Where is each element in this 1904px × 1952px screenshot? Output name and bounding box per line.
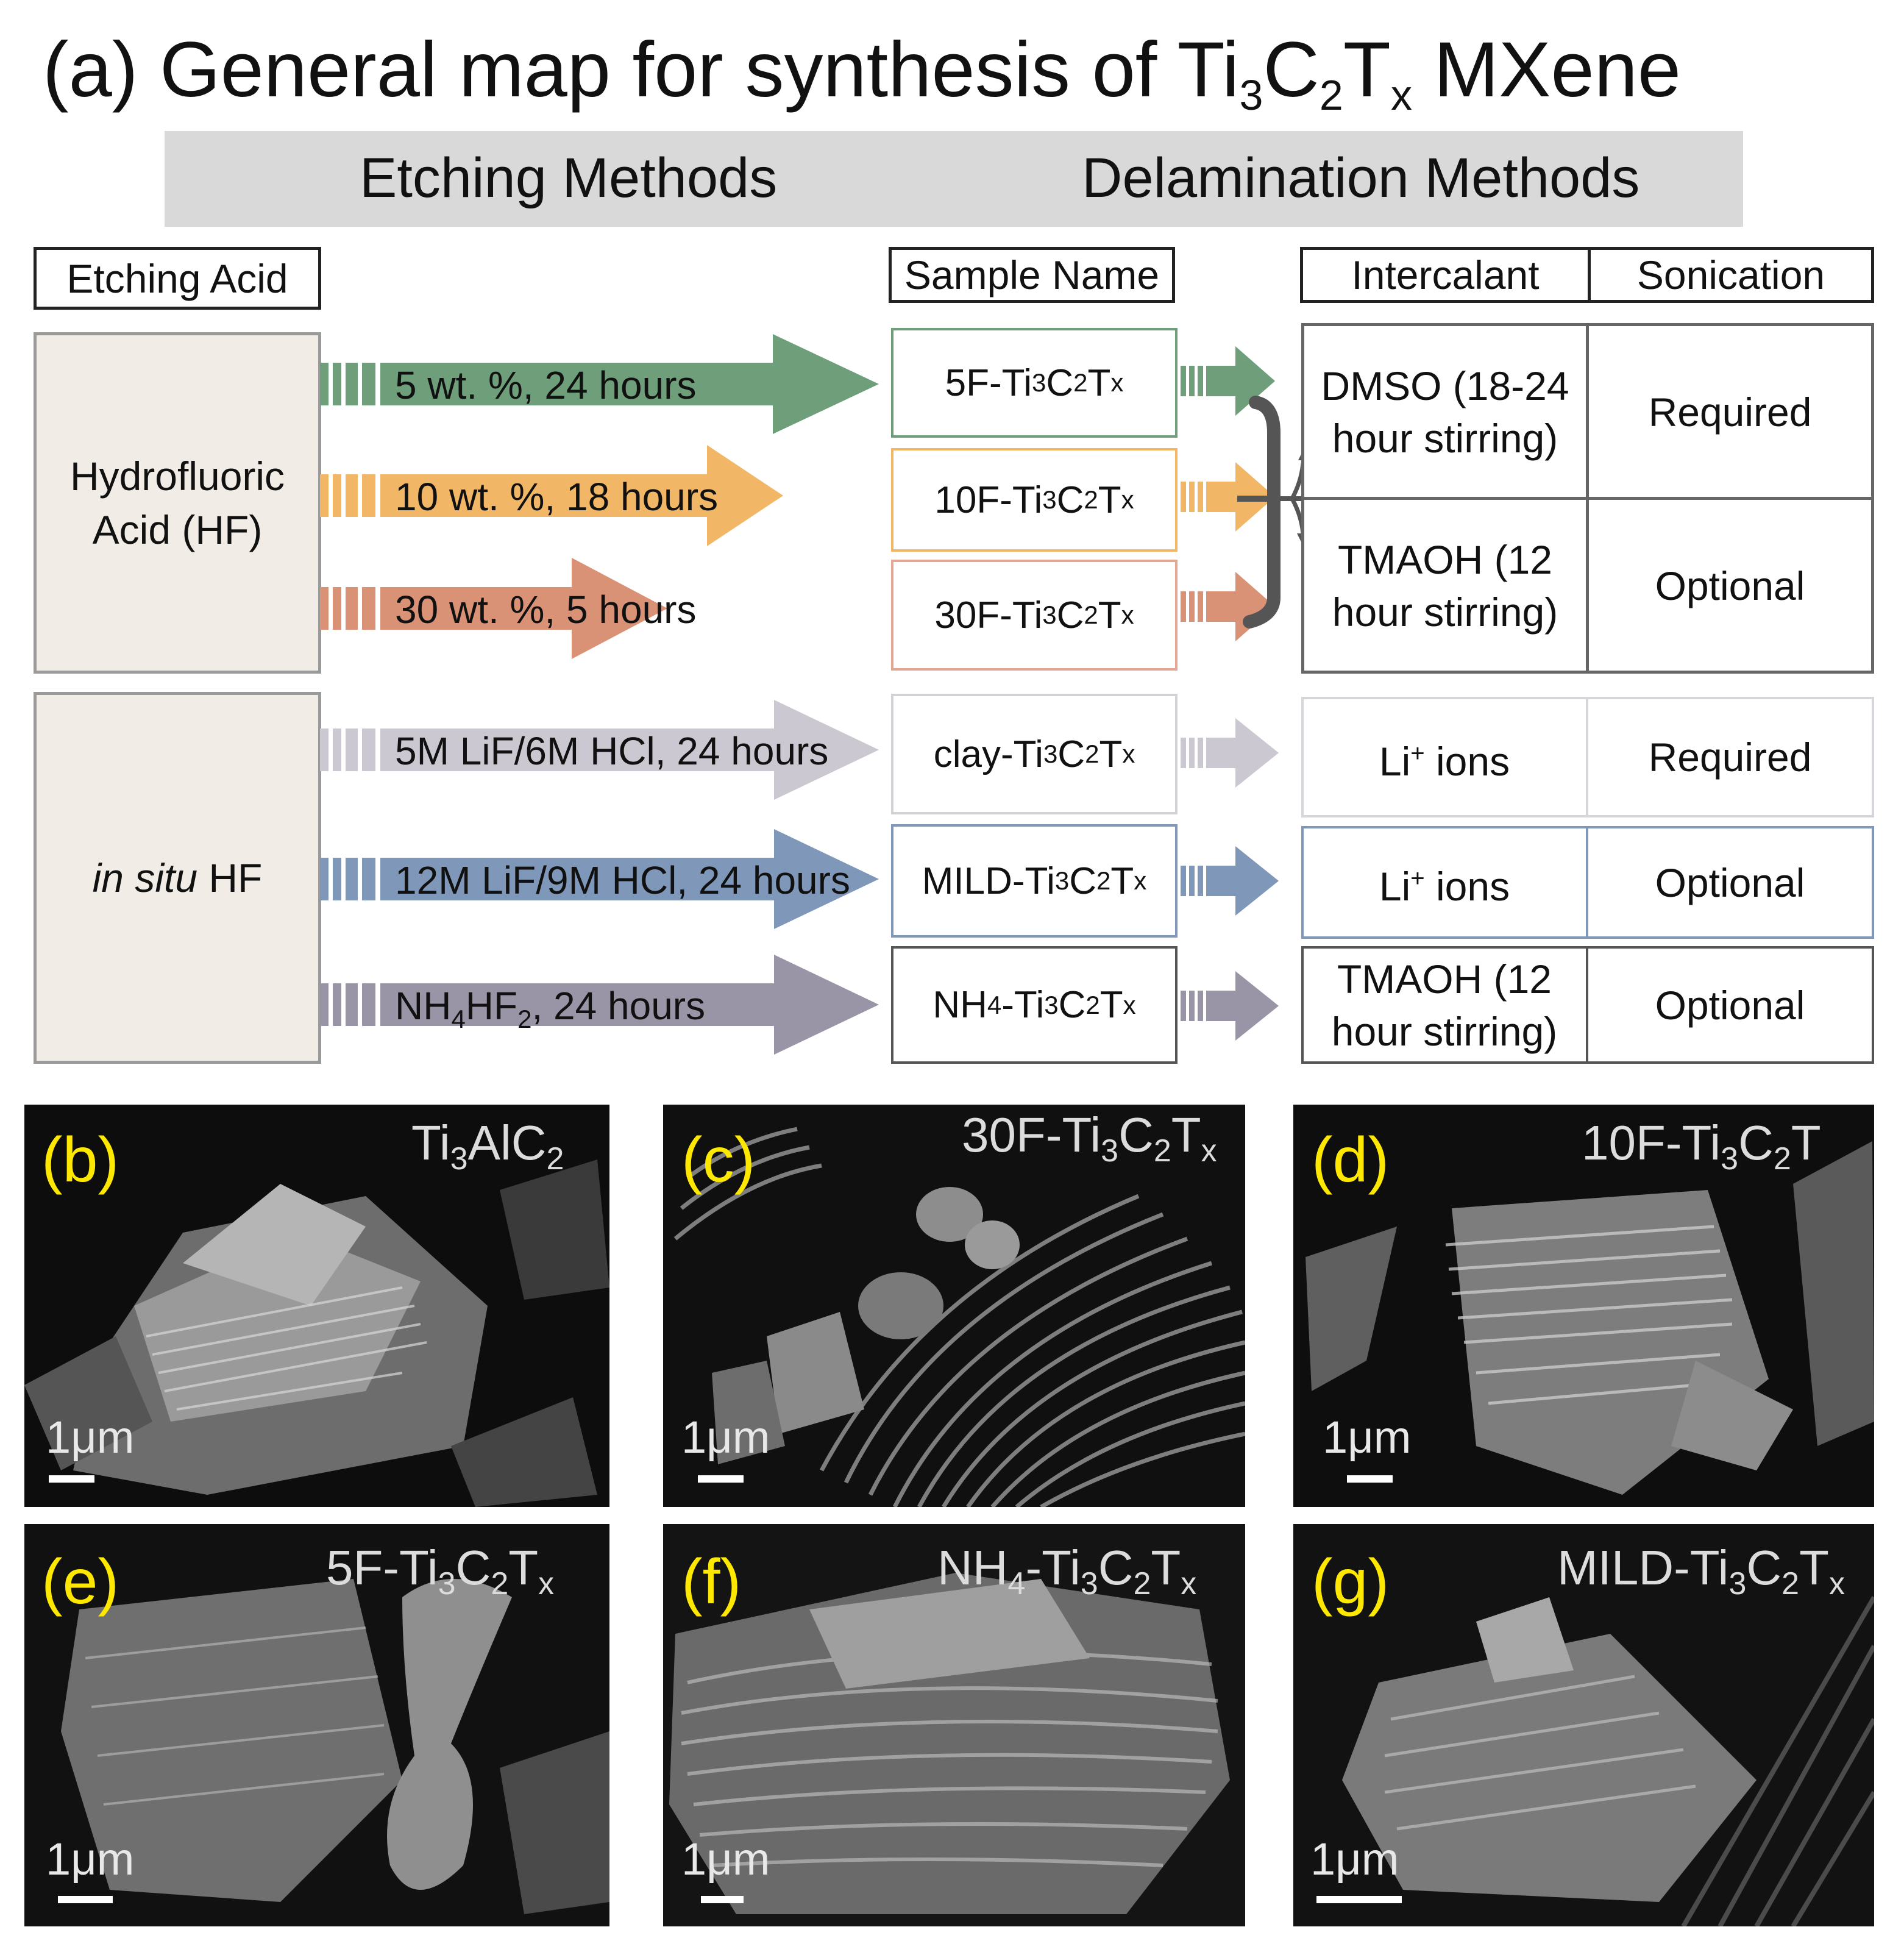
panel-letter-e: (e) — [41, 1547, 119, 1617]
sonication-mild: Optional — [1589, 829, 1871, 936]
delam-divider-nh4 — [1586, 946, 1588, 1064]
sonication-dmso: Required — [1589, 329, 1871, 495]
arrow-30f — [320, 558, 667, 659]
sonication-nh4: Optional — [1589, 949, 1871, 1061]
arrow-10f — [320, 445, 783, 546]
intercalant-tmaoh-1: TMAOH (12 hour stirring) — [1304, 501, 1586, 671]
delam-divider-mild — [1586, 826, 1588, 939]
panel-name-e: 5F-Ti3C2Tx — [326, 1541, 555, 1601]
scale-bar-d — [1347, 1475, 1393, 1483]
scale-bar-b — [49, 1475, 94, 1483]
scale-bar-f — [701, 1896, 744, 1903]
panel-letter-c: (c) — [681, 1125, 756, 1195]
scale-label-d: 1μm — [1323, 1412, 1412, 1462]
arrow-clay — [320, 700, 879, 800]
sonication-header: Sonication — [1588, 247, 1874, 303]
bracket — [1243, 396, 1281, 629]
sonication-clay: Required — [1589, 700, 1871, 814]
condition-30f: 30 wt. %, 5 hours — [395, 588, 697, 632]
arrow-5f — [320, 334, 879, 434]
panel-name-d: 10F-Ti3C2T — [1582, 1116, 1821, 1177]
delam-arrow-30f — [1181, 572, 1275, 641]
insitu-hf-box: in situ HF — [34, 692, 321, 1064]
condition-mild: 12M LiF/9M HCl, 24 hours — [395, 858, 850, 902]
delam-arrow-clay — [1181, 718, 1279, 788]
scale-label-c: 1μm — [681, 1412, 770, 1462]
scale-bar-g — [1316, 1896, 1402, 1903]
intercalant-dmso: DMSO (18-24 hour stirring) — [1304, 329, 1586, 495]
etching-acid-header: Etching Acid — [34, 247, 321, 310]
panel-letter-f: (f) — [681, 1547, 742, 1617]
panel-letter-d: (d) — [1312, 1125, 1390, 1195]
scale-label-f: 1μm — [681, 1834, 770, 1884]
intercalant-header: Intercalant — [1300, 247, 1588, 303]
sem-panel-d — [1293, 1105, 1874, 1507]
scale-bar-e — [58, 1896, 113, 1903]
condition-nh4: NH4HF2, 24 hours — [395, 984, 706, 1033]
scale-label-g: 1μm — [1310, 1834, 1399, 1884]
scale-label-e: 1μm — [46, 1834, 135, 1884]
sem-panel-g — [1293, 1524, 1874, 1926]
delam-row-divider — [1301, 497, 1874, 500]
intercalant-li-1: Li+ ions — [1304, 700, 1585, 814]
delamination-arrows — [1181, 346, 1304, 1041]
intercalant-li-2: Li+ ions — [1304, 829, 1585, 936]
intercalant-tmaoh-2: TMAOH (12 hour stirring) — [1304, 949, 1585, 1061]
sample-name-header: Sample Name — [889, 247, 1175, 303]
sem-panel-e — [24, 1524, 609, 1926]
sem-panel-b — [24, 1105, 609, 1507]
delam-divider-clay — [1586, 697, 1588, 817]
arrow-nh4 — [320, 955, 879, 1055]
scale-bar-c — [698, 1475, 744, 1483]
condition-5f: 5 wt. %, 24 hours — [395, 363, 697, 407]
panel-name-b: Ti3AlC2 — [411, 1116, 564, 1177]
delamination-methods-label: Delamination Methods — [1082, 147, 1640, 209]
panel-name-g: MILD-Ti3C2Tx — [1557, 1541, 1845, 1601]
sem-panel-f — [663, 1524, 1245, 1926]
sem-panel-c — [663, 1105, 1245, 1507]
scale-label-b: 1μm — [46, 1412, 135, 1462]
etching-methods-label: Etching Methods — [360, 147, 778, 209]
panel-name-c: 30F-Ti3C2Tx — [962, 1108, 1217, 1169]
methods-banner — [165, 131, 1743, 227]
delam-arrow-nh4 — [1181, 971, 1279, 1041]
panel-letter-g: (g) — [1312, 1547, 1390, 1617]
panel-name-f: NH4-Ti3C2Tx — [937, 1541, 1197, 1601]
delam-arrow-mild — [1181, 846, 1279, 916]
delam-arrow-5f — [1181, 346, 1275, 416]
condition-clay: 5M LiF/6M HCl, 24 hours — [395, 729, 829, 773]
sonication-tmaoh-1: Optional — [1589, 501, 1871, 671]
arrow-mild — [320, 829, 879, 929]
condition-10f: 10 wt. %, 18 hours — [395, 475, 719, 519]
etching-arrows — [320, 334, 879, 1055]
figure-title: (a) General map for synthesis of Ti3C2Tx… — [43, 26, 1682, 119]
panel-letter-b: (b) — [41, 1125, 119, 1195]
